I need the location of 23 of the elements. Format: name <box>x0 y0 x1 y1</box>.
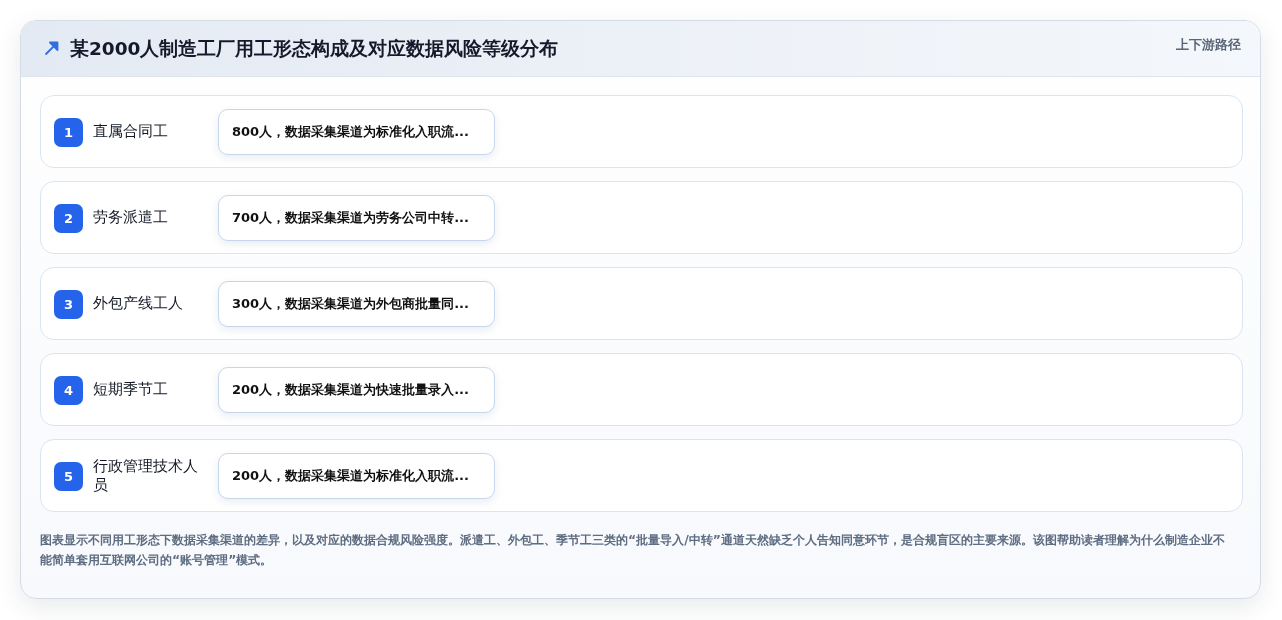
category-row <box>40 95 1243 168</box>
detail-box: 300人，数据采集渠道为外包商批量同... <box>218 281 495 327</box>
category-row <box>40 267 1243 340</box>
category-label: 劳务派遣工 <box>93 208 169 227</box>
detail-box: 700人，数据采集渠道为劳务公司中转... <box>218 195 495 241</box>
chart-title: 某2000人制造工厂用工形态构成及对应数据风险等级分布 <box>70 37 559 61</box>
header-link: 上下游路径 <box>1176 36 1241 54</box>
caption-text: 图表显示不同用工形态下数据采集渠道的差异，以及对应的数据合规风险强度。派遣工、外包工、季节工三类的“批量导入/中转”通道天然缺乏个人告知同意环节，是合规盲区的主要来源。该图帮助读者理解为什么制造企业不能简单套用互联网公司的“账号管理”模式。 <box>40 531 1226 569</box>
category-label: 直属合同工 <box>93 122 169 141</box>
category-row <box>40 353 1243 426</box>
category-label: 行政管理技术人员 <box>93 457 199 495</box>
detail-box: 800人，数据采集渠道为标准化入职流... <box>218 109 495 155</box>
number-badge: 5 <box>54 462 83 491</box>
number-badge: 4 <box>54 376 83 405</box>
category-label: 短期季节工 <box>93 380 169 399</box>
detail-box: 200人，数据采集渠道为标准化入职流... <box>218 453 495 499</box>
number-badge: 3 <box>54 290 83 319</box>
detail-box: 200人，数据采集渠道为快速批量录入... <box>218 367 495 413</box>
category-row <box>40 181 1243 254</box>
number-badge: 1 <box>54 118 83 147</box>
category-label: 外包产线工人 <box>93 294 184 313</box>
category-row <box>40 439 1243 512</box>
number-badge: 2 <box>54 204 83 233</box>
